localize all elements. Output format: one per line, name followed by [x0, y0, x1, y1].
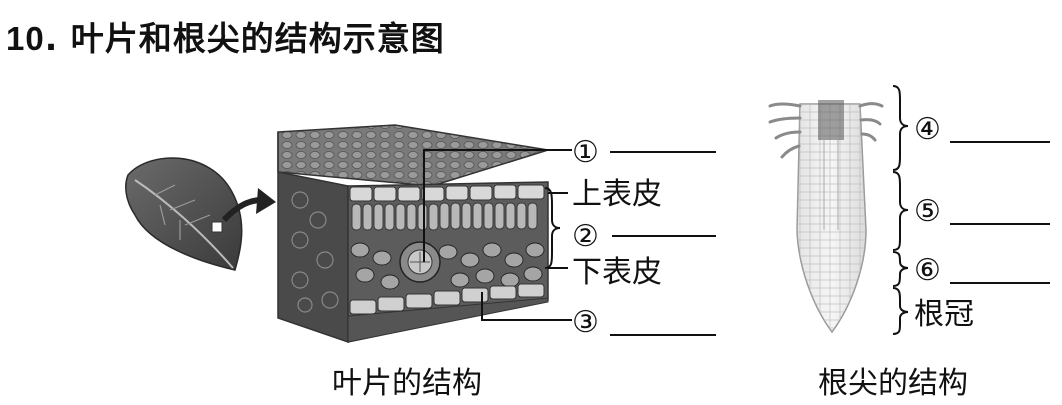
leaf-label-3: ③ — [572, 305, 599, 340]
leaf-cross-section — [277, 124, 549, 344]
leaf-leader-lines — [423, 149, 716, 336]
figure-number-sep: . — [44, 19, 59, 58]
root-hairs — [768, 102, 884, 159]
vein-bundle — [399, 241, 441, 283]
root-label-4: ④ — [914, 112, 941, 147]
leader-3 — [481, 292, 572, 321]
root-label-root-cap: 根冠 — [914, 297, 974, 332]
leader-1 — [423, 149, 572, 262]
figure-number: 10 — [6, 20, 45, 57]
leaf-label-2: ② — [572, 219, 599, 254]
leaf-label-lower-epidermis: 下表皮 — [572, 255, 662, 290]
bracket-6 — [892, 251, 909, 287]
figure-title: 10. 叶片和根尖的结构示意图 — [6, 12, 445, 60]
arrow-icon — [221, 188, 276, 223]
bracket-5 — [892, 171, 909, 251]
bracket-4 — [892, 85, 909, 171]
root-caption: 根尖的结构 — [818, 366, 968, 401]
leaf-label-upper-epidermis: 上表皮 — [572, 177, 662, 212]
bracket-2 — [544, 187, 561, 269]
root-label-6: ⑥ — [914, 253, 941, 288]
bracket-root-cap — [892, 287, 909, 335]
leaf-caption: 叶片的结构 — [332, 366, 482, 401]
root-tip — [768, 100, 884, 334]
figure-title-text: 叶片和根尖的结构示意图 — [70, 19, 445, 58]
leaf-label-1: ① — [572, 135, 599, 170]
root-label-5: ⑤ — [914, 194, 941, 229]
root-brackets — [892, 85, 1050, 335]
leaf-icon — [125, 157, 243, 271]
